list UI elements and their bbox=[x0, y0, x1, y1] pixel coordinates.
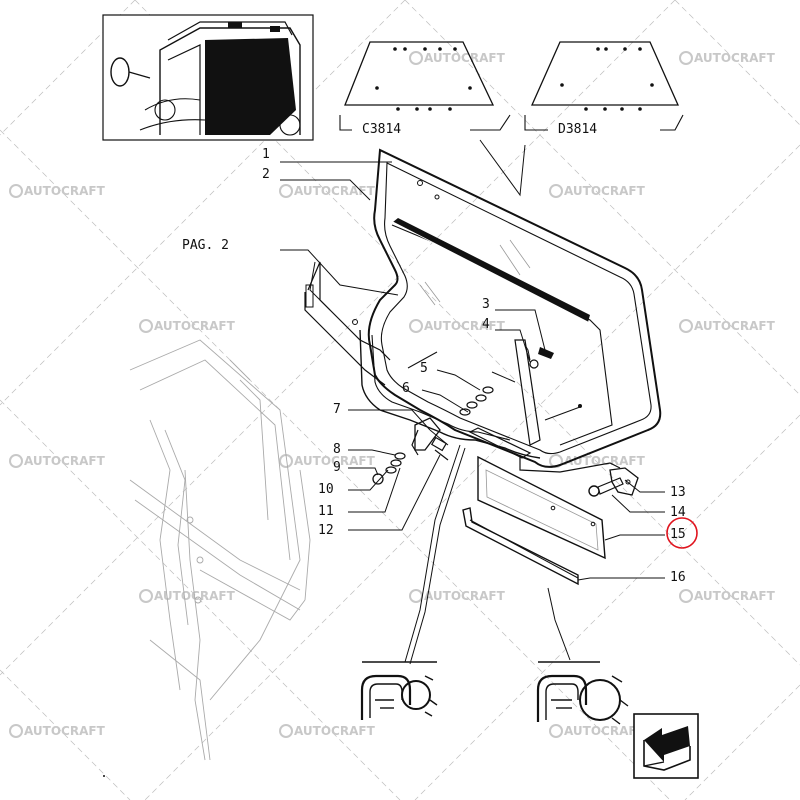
label-2: 2 bbox=[262, 167, 270, 182]
watermark: AUTOCRAFT bbox=[549, 184, 646, 198]
variant-code-right: D3814 bbox=[558, 122, 597, 137]
watermark: AUTOCRAFT bbox=[9, 454, 106, 468]
lower-bracket bbox=[588, 467, 639, 497]
watermark-text: AUTOCRAFT bbox=[694, 51, 776, 65]
leader-lines bbox=[280, 161, 665, 665]
watermark-logo-icon bbox=[9, 724, 23, 738]
watermark-logo-icon bbox=[549, 724, 563, 738]
watermark-text: AUTOCRAFT bbox=[294, 724, 376, 738]
label-3: 3 bbox=[482, 297, 490, 312]
watermark-text: AUTOCRAFT bbox=[294, 184, 376, 198]
watermark-logo-icon bbox=[9, 184, 23, 198]
label-15: 15 bbox=[670, 527, 686, 542]
label-16: 16 bbox=[670, 570, 686, 585]
watermark-text: AUTOCRAFT bbox=[294, 454, 376, 468]
callout-labels: 1 2 PAG. 2 3 4 5 6 7 8 9 10 11 12 13 14 … bbox=[182, 147, 686, 585]
label-11: 11 bbox=[318, 504, 334, 519]
lower-seal-strip bbox=[462, 507, 579, 586]
watermark-text: AUTOCRAFT bbox=[24, 184, 106, 198]
stray-dot bbox=[103, 775, 105, 777]
label-9: 9 bbox=[333, 460, 341, 475]
watermark: AUTOCRAFT bbox=[409, 319, 506, 333]
watermark-logo-icon bbox=[409, 589, 423, 603]
watermark-logo-icon bbox=[679, 589, 693, 603]
watermark-text: AUTOCRAFT bbox=[694, 589, 776, 603]
label-4: 4 bbox=[482, 317, 490, 332]
label-pag: PAG. 2 bbox=[182, 238, 229, 253]
label-13: 13 bbox=[670, 485, 686, 500]
watermark: AUTOCRAFT bbox=[549, 724, 646, 738]
watermark: AUTOCRAFT bbox=[409, 51, 506, 65]
lower-glass-panel bbox=[477, 455, 606, 560]
watermark: AUTOCRAFT bbox=[679, 51, 776, 65]
watermark-logo-icon bbox=[409, 51, 423, 65]
watermark: AUTOCRAFT bbox=[279, 724, 376, 738]
watermark-logo-icon bbox=[279, 724, 293, 738]
watermark-text: AUTOCRAFT bbox=[424, 51, 506, 65]
variant-d3814: D3814 bbox=[524, 41, 684, 137]
lower-frame bbox=[359, 329, 621, 473]
watermark-text: AUTOCRAFT bbox=[694, 319, 776, 333]
watermark-text: AUTOCRAFT bbox=[564, 724, 646, 738]
watermark-logo-icon bbox=[679, 319, 693, 333]
variant-c3814: C3814 bbox=[339, 41, 511, 137]
watermark-logo-icon bbox=[9, 454, 23, 468]
seal-section-right bbox=[536, 661, 629, 725]
watermark-logo-icon bbox=[139, 589, 153, 603]
label-7: 7 bbox=[333, 402, 341, 417]
watermark-text: AUTOCRAFT bbox=[24, 724, 106, 738]
watermark-logo-icon bbox=[549, 184, 563, 198]
watermark-text: AUTOCRAFT bbox=[564, 184, 646, 198]
watermark: AUTOCRAFT bbox=[139, 589, 236, 603]
watermark: AUTOCRAFT bbox=[549, 454, 646, 468]
watermark: AUTOCRAFT bbox=[679, 319, 776, 333]
fasteners bbox=[407, 347, 582, 421]
arrow-back-icon[interactable] bbox=[633, 713, 699, 779]
label-6: 6 bbox=[402, 381, 410, 396]
watermark-logo-icon bbox=[139, 319, 153, 333]
seal-section-left bbox=[360, 661, 438, 720]
watermark: AUTOCRAFT bbox=[139, 319, 236, 333]
label-1: 1 bbox=[262, 147, 270, 162]
watermark-logo-icon bbox=[679, 51, 693, 65]
cab-frame-ghost bbox=[129, 339, 311, 761]
label-14: 14 bbox=[670, 505, 686, 520]
watermark-text: AUTOCRAFT bbox=[24, 454, 106, 468]
label-12: 12 bbox=[318, 523, 334, 538]
variant-code-left: C3814 bbox=[362, 122, 401, 137]
label-5: 5 bbox=[420, 361, 428, 376]
tractor-cab-thumbnail bbox=[102, 14, 314, 141]
watermark: AUTOCRAFT bbox=[279, 184, 376, 198]
highlight-circle bbox=[666, 517, 698, 549]
label-8: 8 bbox=[333, 442, 341, 457]
watermark: AUTOCRAFT bbox=[279, 454, 376, 468]
watermark: AUTOCRAFT bbox=[9, 184, 106, 198]
seal-strip bbox=[392, 218, 590, 323]
label-10: 10 bbox=[318, 482, 334, 497]
watermark-text: AUTOCRAFT bbox=[154, 319, 236, 333]
watermark: AUTOCRAFT bbox=[679, 589, 776, 603]
watermark-text: AUTOCRAFT bbox=[424, 589, 506, 603]
watermark-text: AUTOCRAFT bbox=[564, 454, 646, 468]
watermark-logo-icon bbox=[279, 184, 293, 198]
side-profile-strip bbox=[304, 261, 391, 386]
watermark: AUTOCRAFT bbox=[409, 589, 506, 603]
watermark: AUTOCRAFT bbox=[9, 724, 106, 738]
watermark-text: AUTOCRAFT bbox=[424, 319, 506, 333]
watermark-logo-icon bbox=[409, 319, 423, 333]
rear-window-glass bbox=[352, 148, 662, 468]
